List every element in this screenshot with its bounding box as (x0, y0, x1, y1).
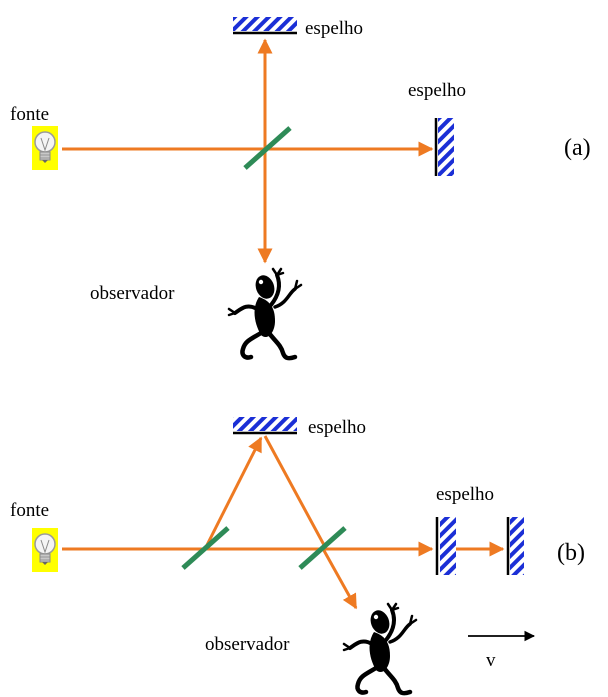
mirror-icon (233, 17, 297, 35)
beam-splitter-icon (298, 526, 347, 570)
mirror-top-label: espelho (305, 18, 363, 39)
source-label: fonte (10, 104, 49, 125)
panel-label: (b) (557, 540, 585, 566)
panel-b: fonte espelho espelho observador (b) v (10, 417, 585, 693)
observer-figure-icon (229, 269, 301, 358)
mirror-icon (506, 517, 524, 575)
observer-label: observador (90, 283, 175, 304)
mirror-right-label: espelho (436, 484, 494, 505)
light-bulb-icon (31, 125, 59, 171)
panel-label: (a) (564, 135, 591, 161)
beam-b-up-to-top-mirror (203, 436, 263, 550)
mirror-icon (435, 517, 456, 575)
source-label: fonte (10, 500, 49, 521)
mirror-icon (434, 118, 454, 176)
light-bulb-icon (31, 527, 59, 573)
observer-label: observador (205, 634, 290, 655)
beam-splitter-icon (243, 126, 292, 170)
beam-b-to-observer (320, 546, 358, 610)
beam-splitter-icon (181, 526, 230, 570)
velocity-label: v (486, 650, 496, 671)
mirror-top-label: espelho (308, 417, 366, 438)
mirror-right-label: espelho (408, 80, 466, 101)
observer-figure-icon (344, 604, 416, 693)
beam-b-down-from-top-mirror (263, 435, 326, 546)
panel-a: fonte espelho espelho observador (a) (10, 17, 591, 358)
mirror-icon (233, 417, 297, 435)
